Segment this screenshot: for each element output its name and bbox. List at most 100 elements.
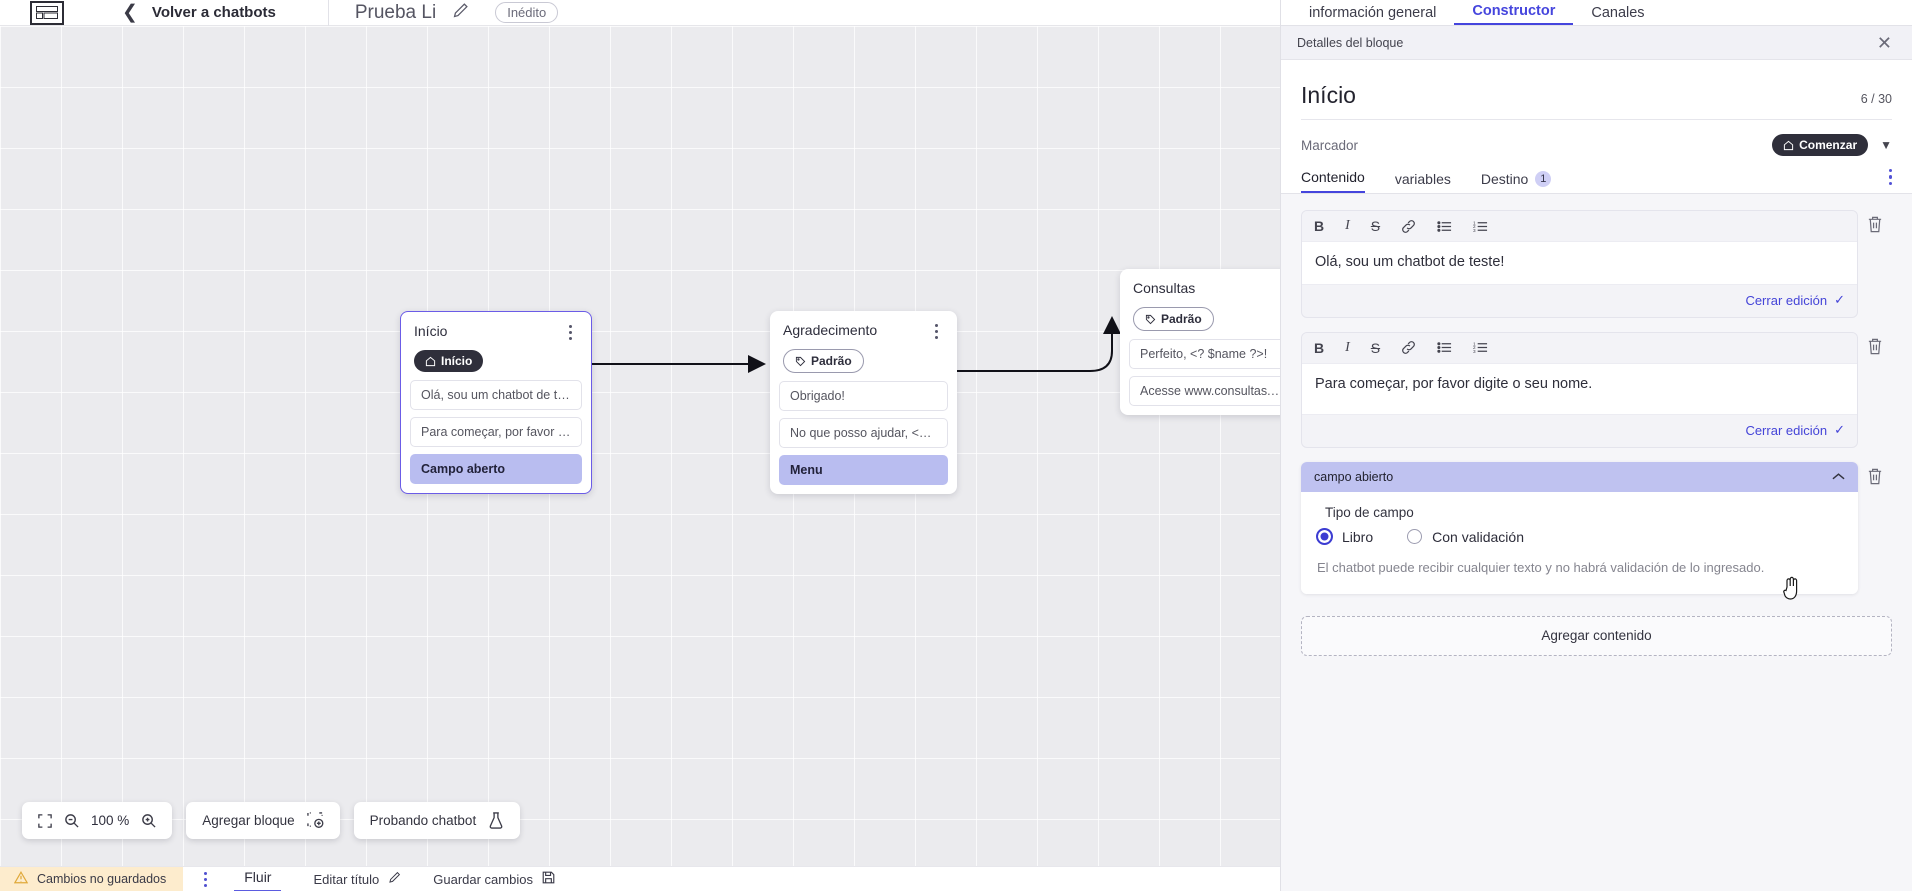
tab-canales[interactable]: Canales <box>1591 5 1645 21</box>
marker-badge[interactable]: Comenzar <box>1772 134 1869 156</box>
flow-node-inicio[interactable]: Início Início Olá, sou um chatbot de tes… <box>400 311 592 494</box>
add-content-button[interactable]: Agregar contenido <box>1301 615 1892 656</box>
app-logo-icon[interactable] <box>30 0 64 25</box>
back-to-chatbots-link[interactable]: Volver a chatbots <box>151 4 276 21</box>
flow-node-agradecimento[interactable]: Agradecimento Padrão Obrigado! No que po… <box>770 311 957 494</box>
bold-icon[interactable]: B <box>1314 339 1325 356</box>
italic-icon[interactable]: I <box>1345 339 1350 355</box>
node-row[interactable]: Menu <box>779 455 948 485</box>
node-menu-icon[interactable] <box>928 322 944 342</box>
radio-con-validacion-label: Con validación <box>1432 528 1524 545</box>
message-text-input[interactable]: Para começar, por favor digite o seu nom… <box>1302 362 1857 415</box>
node-rows: Obrigado! No que posso ajudar, <? $name … <box>770 381 957 485</box>
node-tag[interactable]: Início <box>414 350 484 372</box>
add-block-icon <box>306 812 324 829</box>
bulleted-list-icon[interactable] <box>1437 340 1452 355</box>
node-rows: Perfeito, <? $name ?>! Acesse www.consul… <box>1120 339 1308 406</box>
edit-title-button[interactable]: Editar título <box>313 871 401 887</box>
node-menu-icon[interactable] <box>562 323 578 343</box>
radio-libro-label: Libro <box>1342 528 1374 545</box>
tab-destino-label: Destino <box>1480 171 1529 187</box>
campo-abierto-header[interactable]: campo abierto <box>1301 461 1858 492</box>
svg-text:1: 1 <box>1473 220 1476 225</box>
tab-constructor[interactable]: Constructor <box>1454 3 1574 25</box>
campo-abierto-body: Tipo de campo Libro Con validación E <box>1301 491 1858 594</box>
zoom-out-icon[interactable] <box>64 813 79 828</box>
svg-text:2: 2 <box>1473 224 1476 229</box>
save-changes-button[interactable]: Guardar cambios <box>433 871 555 887</box>
test-chatbot-button[interactable]: Probando chatbot <box>353 802 521 839</box>
trash-icon[interactable] <box>1858 462 1892 490</box>
chevron-left-icon[interactable]: ❮ <box>122 2 138 23</box>
node-row[interactable]: Olá, sou um chatbot de teste! <box>410 380 582 410</box>
tag-icon <box>1145 314 1156 324</box>
close-edit-link[interactable]: Cerrar edición ✓ <box>1745 292 1845 308</box>
node-row[interactable]: Obrigado! <box>779 381 948 411</box>
tab-contenido[interactable]: Contenido <box>1301 169 1365 193</box>
close-edit-label: Cerrar edición <box>1745 292 1828 308</box>
save-icon <box>542 871 555 887</box>
italic-icon[interactable]: I <box>1345 218 1350 233</box>
link-icon[interactable] <box>1401 340 1416 355</box>
zoom-in-icon[interactable] <box>141 813 156 828</box>
node-row[interactable]: Para começar, por favor digite o ... <box>410 417 582 447</box>
node-title: Consultas <box>1133 280 1196 296</box>
node-row[interactable]: Perfeito, <? $name ?>! <box>1129 339 1299 369</box>
panel-subheader: Detalles del bloque ✕ <box>1281 26 1912 60</box>
zoom-controls[interactable]: 100 % <box>22 802 173 839</box>
canvas-toolbar: 100 % Agregar bloque Probando chatbot <box>22 802 521 839</box>
node-row[interactable]: No que posso ajudar, <? $name ... <box>779 418 948 448</box>
node-row[interactable]: Acesse www.consultas.com par... <box>1129 376 1299 406</box>
radio-con-validacion[interactable]: Con validación <box>1407 529 1524 545</box>
tab-variables[interactable]: variables <box>1395 171 1451 193</box>
field-block-wrapper: campo abierto Tipo de campo Libro <box>1301 461 1892 594</box>
tab-variables-label: variables <box>1394 171 1451 187</box>
close-edit-link[interactable]: Cerrar edición ✓ <box>1745 422 1845 438</box>
close-icon[interactable]: ✕ <box>1876 32 1892 53</box>
strikethrough-icon[interactable]: S <box>1370 339 1381 356</box>
bulleted-list-icon[interactable] <box>1437 219 1452 234</box>
message-text-input[interactable]: Olá, sou um chatbot de teste! <box>1302 241 1857 285</box>
more-vertical-icon[interactable] <box>1888 168 1892 194</box>
svg-text:3: 3 <box>1473 228 1476 233</box>
pencil-icon <box>388 871 401 887</box>
link-icon[interactable] <box>1401 219 1416 234</box>
tab-contenido-label: Contenido <box>1301 169 1365 185</box>
panel-content-tabs: Contenido variables Destino 1 <box>1281 160 1912 194</box>
add-block-button[interactable]: Agregar bloque <box>186 802 340 839</box>
status-menu-icon[interactable] <box>192 871 218 887</box>
block-title-row: Início 6 / 30 <box>1301 60 1892 120</box>
node-row[interactable]: Campo aberto <box>410 454 582 484</box>
test-chatbot-label: Probando chatbot <box>369 813 477 828</box>
node-tag-label: Padrão <box>811 354 852 368</box>
radio-libro[interactable]: Libro <box>1317 529 1373 545</box>
chevron-down-icon[interactable]: ▼ <box>1880 138 1892 152</box>
chevron-up-icon[interactable] <box>1832 470 1845 484</box>
flow-node-consultas[interactable]: Consultas Padrão Perfeito, <? $name ?>! … <box>1120 269 1308 415</box>
destino-count-badge: 1 <box>1535 171 1552 187</box>
field-help-text: El chatbot puede recibir cualquier texto… <box>1317 559 1765 575</box>
marker-label: Marcador <box>1301 137 1359 153</box>
marker-badge-label: Comenzar <box>1799 138 1858 152</box>
pencil-icon[interactable] <box>452 2 469 24</box>
tab-informacion-general[interactable]: información general <box>1309 5 1437 21</box>
strikethrough-icon[interactable]: S <box>1370 218 1381 234</box>
trash-icon[interactable] <box>1858 332 1892 360</box>
node-tag[interactable]: Padrão <box>783 349 864 373</box>
check-icon: ✓ <box>1834 292 1845 308</box>
panel-subheader-title: Detalles del bloque <box>1297 35 1404 50</box>
status-tab-fluir[interactable]: Fluir <box>234 866 282 891</box>
tab-destino[interactable]: Destino 1 <box>1480 171 1552 193</box>
trash-icon[interactable] <box>1858 210 1892 238</box>
bold-icon[interactable]: B <box>1314 218 1325 234</box>
node-tag[interactable]: Padrão <box>1133 307 1214 331</box>
field-type-options: Libro Con validación <box>1317 529 1842 545</box>
fit-screen-icon[interactable] <box>38 813 52 828</box>
